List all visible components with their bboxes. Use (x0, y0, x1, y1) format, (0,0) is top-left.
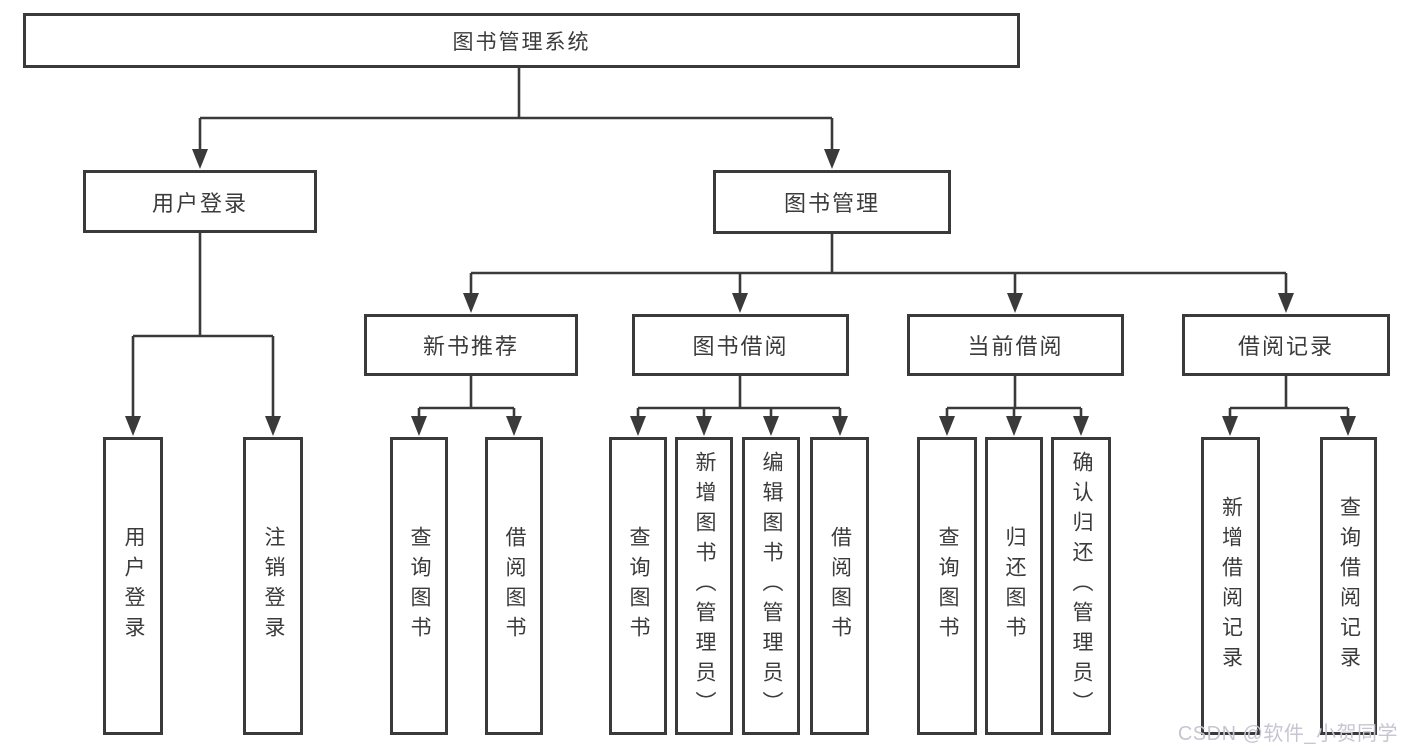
leaf-rec-borrow-books: 借阅图书 (485, 437, 543, 735)
leaf-bb-query-books: 查询图书 (609, 437, 667, 735)
leaf-logout: 注销登录 (243, 437, 303, 735)
leaf-cb-return-books: 归还图书 (985, 437, 1043, 735)
connector-new-book-rec (411, 376, 522, 436)
leaf-bb-edit-books-admin: 编辑图书（管理员） (742, 437, 800, 735)
connector-borrow-record (1222, 376, 1356, 436)
leaf-bb-borrow-books: 借阅图书 (810, 437, 869, 735)
node-new-book-rec: 新书推荐 (364, 314, 578, 376)
connector-current-borrow (939, 376, 1089, 436)
leaf-user-login: 用户登录 (103, 437, 163, 735)
leaf-bb-add-books-admin: 新增图书（管理员） (675, 437, 733, 735)
connector-user-login (125, 233, 281, 436)
node-user-login: 用户登录 (83, 170, 317, 233)
node-root: 图书管理系统 (23, 13, 1020, 68)
node-current-borrow: 当前借阅 (907, 314, 1124, 376)
connector-book-borrow (630, 376, 848, 436)
leaf-rec-query-books: 查询图书 (390, 437, 448, 735)
leaf-cb-confirm-return-admin: 确认归还（管理员） (1051, 437, 1111, 735)
node-borrow-record: 借阅记录 (1182, 314, 1390, 376)
connector-book-mgmt (463, 234, 1294, 313)
leaf-br-query-record: 查询借阅记录 (1320, 437, 1377, 735)
connector-root (192, 68, 840, 169)
csdn-watermark: CSDN @软件_小贺同学 (1177, 723, 1398, 745)
node-book-borrow: 图书借阅 (632, 314, 849, 376)
leaf-cb-query-books: 查询图书 (917, 437, 977, 735)
node-book-mgmt: 图书管理 (713, 170, 951, 234)
leaf-br-add-record: 新增借阅记录 (1201, 437, 1260, 735)
